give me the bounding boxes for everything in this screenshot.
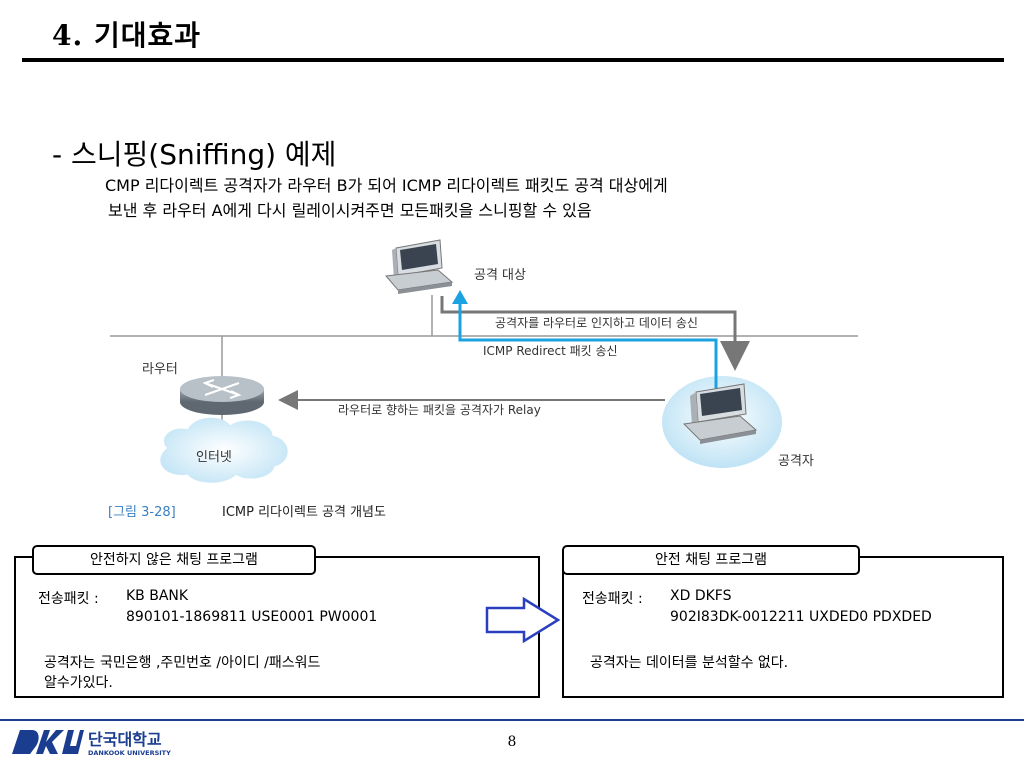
secure-packet-label: 전송패킷 : bbox=[582, 591, 643, 607]
logo-text: 단국대학교 bbox=[88, 730, 162, 749]
data-send-label: 공격자를 라우터로 인지하고 데이터 송신 bbox=[495, 316, 698, 330]
router-icon bbox=[180, 376, 264, 415]
section-heading: - 스니핑(Sniffing) 예제 bbox=[52, 138, 337, 171]
secure-chat-box bbox=[562, 556, 1004, 698]
title-underline bbox=[22, 58, 1004, 62]
description-line-1: CMP 리다이렉트 공격자가 라우터 B가 되어 ICMP 리다이렉트 패킷도 … bbox=[105, 176, 668, 195]
data-send-arrow bbox=[440, 296, 750, 371]
icmp-redirect-label: ICMP Redirect 패킷 송신 bbox=[483, 344, 618, 358]
secure-packet-line-2: 902I83DK-0012211 UXDED0 PDXDED bbox=[670, 609, 932, 625]
insecure-packet-label: 전송패킷 : bbox=[38, 591, 99, 607]
target-label: 공격 대상 bbox=[474, 268, 526, 283]
attacker-computer-icon bbox=[682, 383, 758, 444]
page-number: 8 bbox=[507, 734, 517, 750]
relay-label: 라우터로 향하는 패킷을 공격자가 Relay bbox=[338, 403, 541, 417]
attacker-label: 공격자 bbox=[778, 454, 814, 469]
insecure-note-line-1: 공격자는 국민은행 ,주민번호 /아이디 /패스워드 bbox=[44, 655, 321, 671]
secure-chat-tab: 안전 채팅 프로그램 bbox=[562, 545, 860, 575]
logo-subtext: DANKOOK UNIVERSITY bbox=[88, 749, 171, 757]
insecure-note-line-2: 알수가있다. bbox=[44, 675, 113, 691]
secure-packet-line-1: XD DKFS bbox=[670, 588, 732, 604]
slide-title: 4. 기대효과 bbox=[52, 19, 202, 52]
router-label: 라우터 bbox=[142, 362, 178, 377]
insecure-packet-line-2: 890101-1869811 USE0001 PW0001 bbox=[126, 609, 378, 625]
internet-cloud-icon bbox=[160, 417, 288, 483]
icmp-redirect-arrow bbox=[458, 296, 718, 390]
target-computer-icon bbox=[385, 239, 454, 294]
icmp-redirect-arrowhead bbox=[452, 290, 468, 304]
right-arrow-icon bbox=[485, 596, 561, 644]
secure-note-line-1: 공격자는 데이터를 분석할수 없다. bbox=[590, 655, 789, 671]
icmp-redirect-diagram: 공격 대상 라우터 인터넷 공격자 공격자를 라우터로 인지하고 데이터 송신 … bbox=[108, 239, 858, 520]
university-logo: 단국대학교 DANKOOK UNIVERSITY bbox=[10, 724, 210, 764]
footer-rule bbox=[0, 719, 1024, 721]
figure-caption-text: ICMP 리다이렉트 공격 개념도 bbox=[222, 505, 386, 520]
insecure-packet-line-1: KB BANK bbox=[126, 588, 189, 604]
insecure-chat-tab: 안전하지 않은 채팅 프로그램 bbox=[32, 545, 316, 575]
description-line-2: 보낸 후 라우터 A에게 다시 릴레이시켜주면 모든패킷을 스니핑할 수 있음 bbox=[108, 201, 592, 220]
internet-label: 인터넷 bbox=[196, 450, 232, 465]
figure-caption-number: [그림 3-28] bbox=[108, 505, 176, 520]
